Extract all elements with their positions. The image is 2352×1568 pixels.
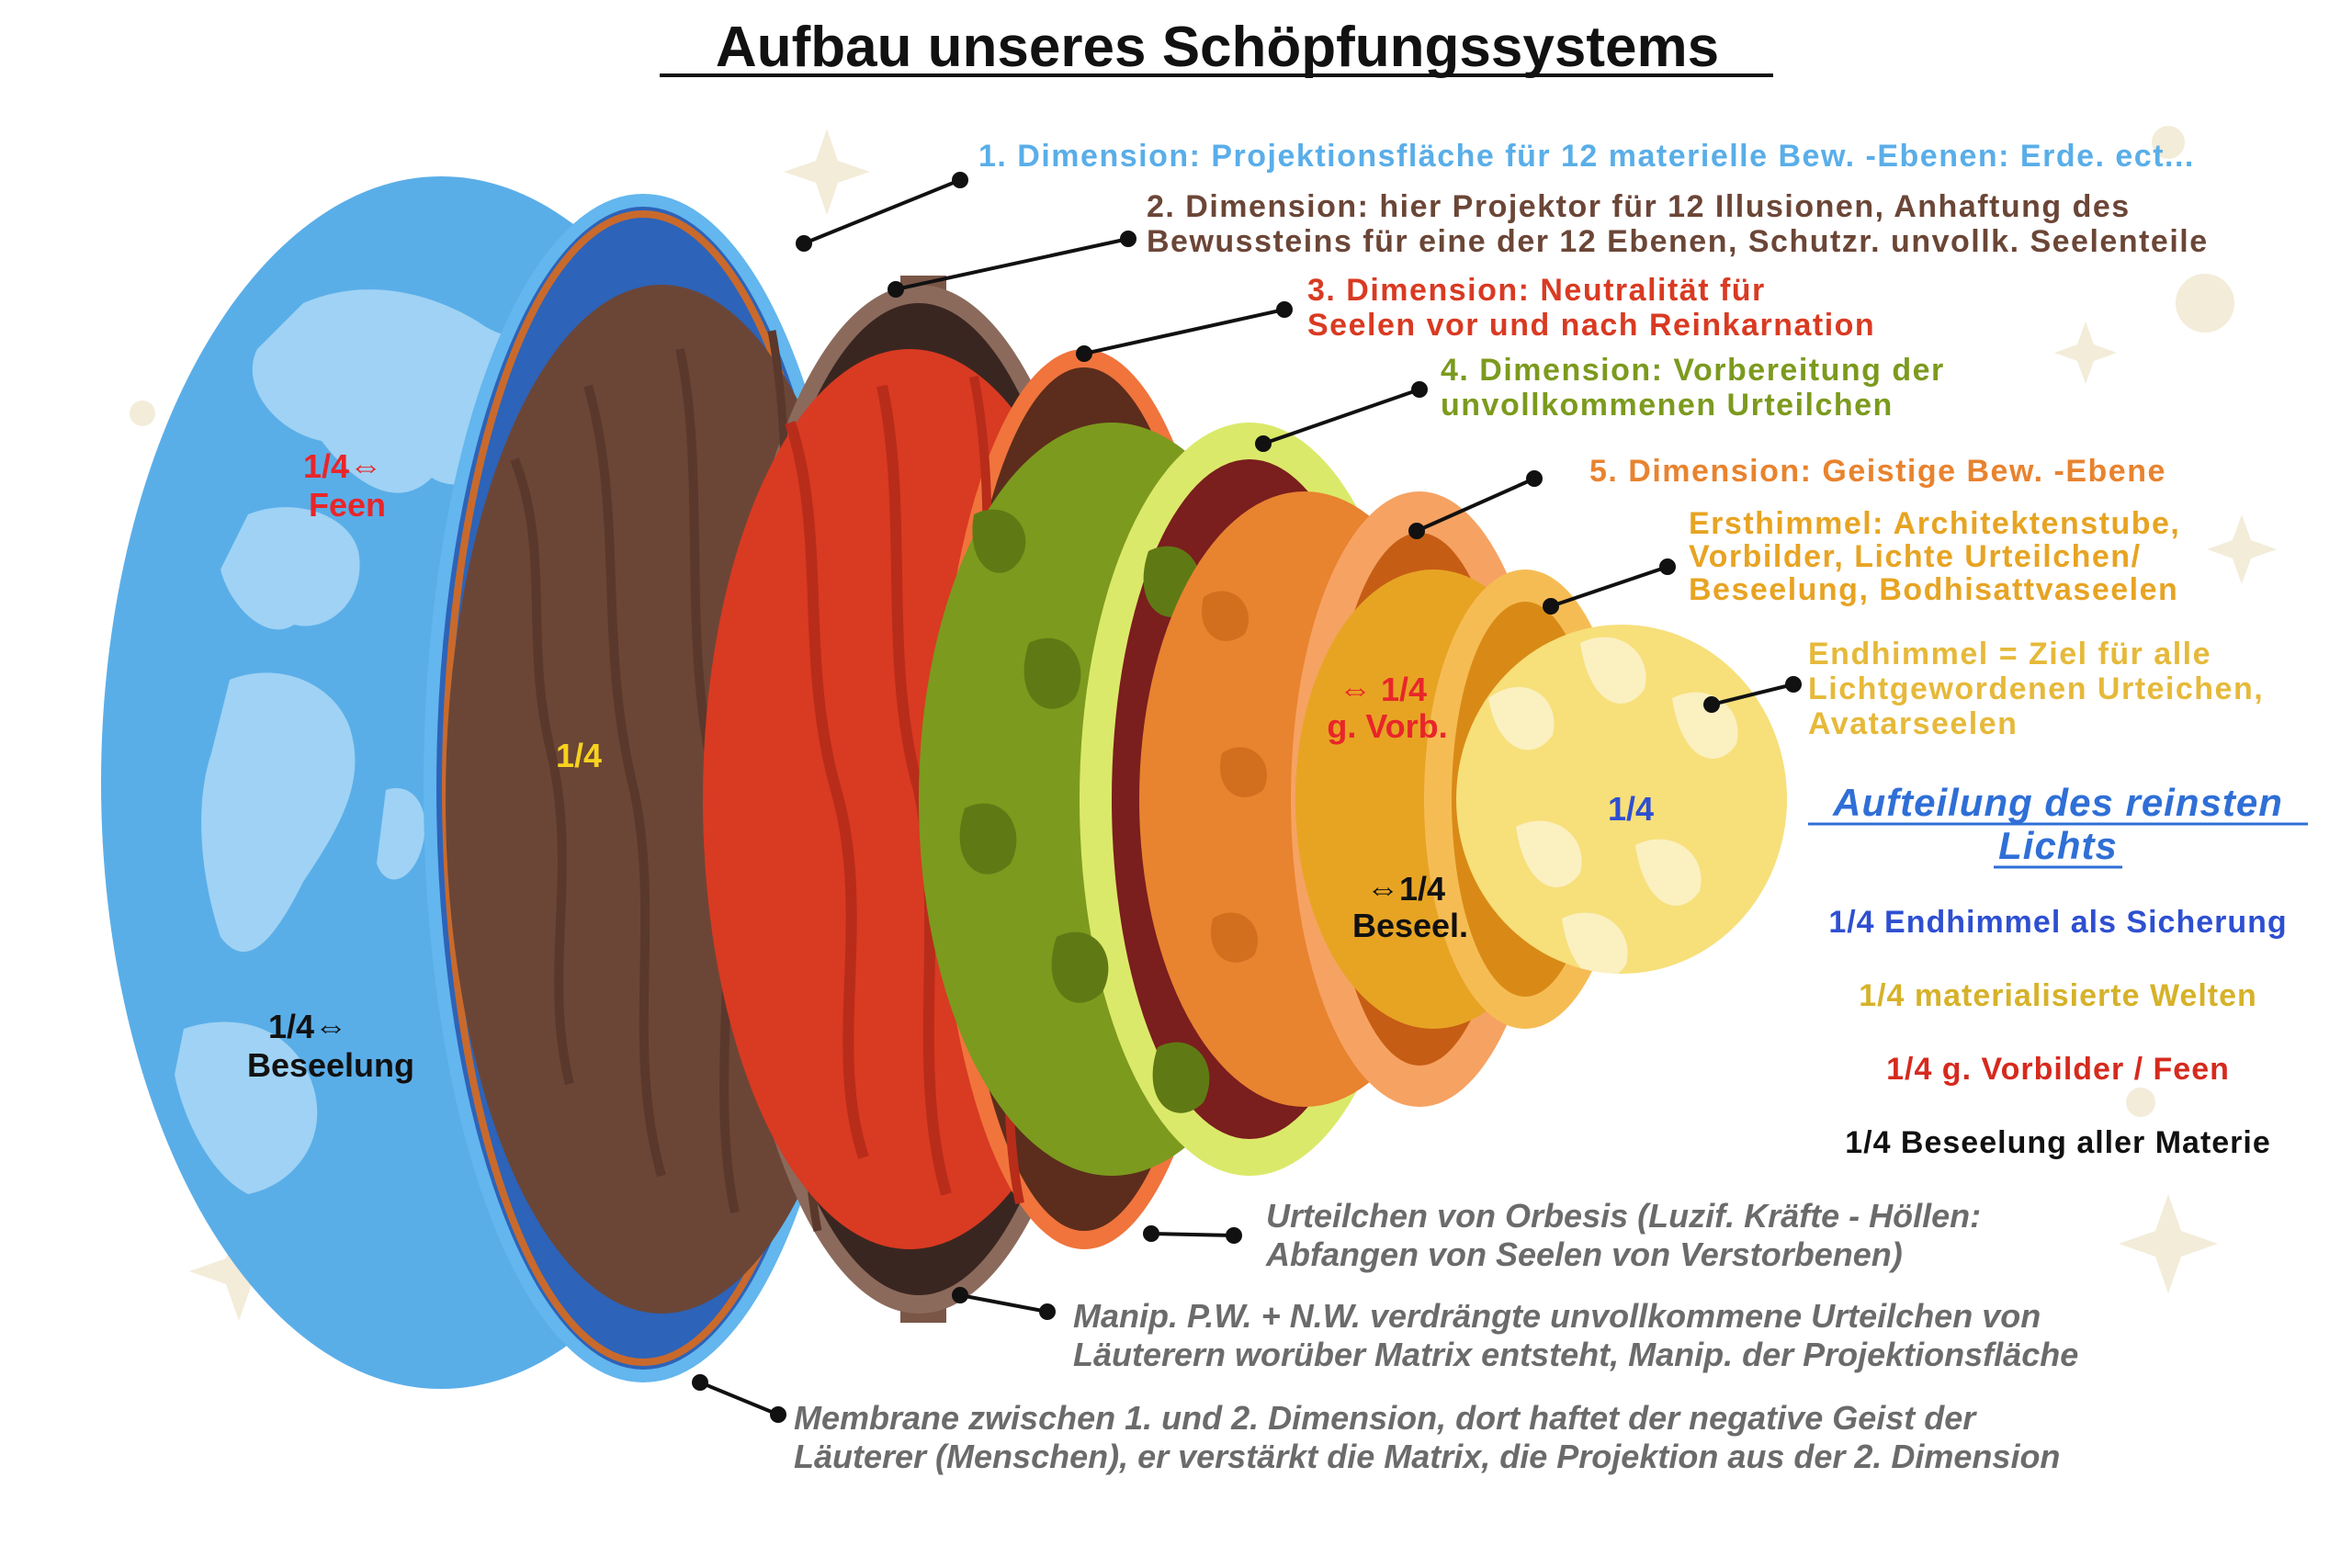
callout-orbesis-line-1: Urteilchen von Orbesis (Luzif. Kräfte - …	[1266, 1197, 1981, 1235]
svg-text:⇔1/4 Beseel.: ⇔1/4 Beseel.	[1352, 870, 1468, 944]
legend: Aufteilung des reinsten Lichts 1/4 Endhi…	[1808, 781, 2308, 1160]
svg-text:Ersthimmel: Architektenstube,: Ersthimmel: Architektenstube, Vorbilder,…	[1689, 506, 2190, 607]
svg-text:Urteilchen von Orbesis (Luzif.: Urteilchen von Orbesis (Luzif. Kräfte - …	[1265, 1197, 1990, 1273]
beseel-quarter-label: ⇔1/4	[1366, 870, 1445, 908]
legend-item-beseelung: 1/4 Beseelung aller Materie	[1845, 1125, 2271, 1160]
quarter-label-core: 1/4	[1608, 790, 1654, 828]
layer-endhimmel-core	[1456, 625, 1787, 974]
background-stars	[130, 126, 2277, 1321]
svg-text:Endhimmel = Ziel für alle: Endhimmel = Ziel für alle Lichtgewordene…	[1808, 637, 2274, 741]
svg-text:Membrane zwischen 1. und 2. Di: Membrane zwischen 1. und 2. Dimension, d…	[794, 1399, 2060, 1475]
legend-heading-line-2: Lichts	[1998, 824, 2118, 867]
quarter-label-brown: 1/4	[556, 737, 602, 774]
legend-item-vorbilder-feen: 1/4 g. Vorbilder / Feen	[1886, 1052, 2230, 1087]
inset-labels: 1/4⇔ Feen 1/4⇔ Beseelung 1/4 ⇔ 1/4 g. Vo…	[247, 447, 1654, 1084]
svg-text:Manip. P.W. + N.W. verdrängte: Manip. P.W. + N.W. verdrängte unvollkomm…	[1073, 1297, 2078, 1373]
svg-text:4. Dimension: Vorbereitung der: 4. Dimension: Vorbereitung der unvollkom…	[1441, 353, 1955, 423]
page-title: Aufbau unseres Schöpfungssystems	[716, 16, 1719, 79]
svg-text:3. Dimension: Neutralität für: 3. Dimension: Neutralität für Seelen vor…	[1307, 273, 1875, 343]
callout-dimension-5: 5. Dimension: Geistige Bew. -Ebene	[1589, 454, 2166, 489]
callout-dimension-4-line-1: 4. Dimension: Vorbereitung der	[1441, 353, 1945, 388]
callout-ersthimmel-line-1: Ersthimmel: Architektenstube,	[1689, 506, 2180, 541]
svg-text:1/4⇔ Beseelung: 1/4⇔ Beseelung	[247, 1008, 414, 1084]
callout-endhimmel-line-3: Avatarseelen	[1808, 706, 2018, 741]
callout-endhimmel-line-1: Endhimmel = Ziel für alle	[1808, 637, 2211, 671]
vorb-quarter-label: ⇔ 1/4	[1339, 671, 1427, 708]
beseelung-label: Beseelung	[247, 1046, 414, 1084]
svg-text:2. Dimension: hier Projektor f: 2. Dimension: hier Projektor für 12 Illu…	[1147, 189, 2209, 259]
vorb-label: g. Vorb.	[1327, 707, 1447, 745]
legend-item-endhimmel: 1/4 Endhimmel als Sicherung	[1828, 905, 2287, 940]
callout-membrane-line-2: Läuterer (Menschen), er verstärkt die Ma…	[794, 1438, 2060, 1475]
svg-text:⇔ 1/4 g. Vorb.: ⇔ 1/4 g. Vorb.	[1327, 671, 1447, 745]
callout-dimension-2-line-2: Bewussteins für eine der 12 Ebenen, Schu…	[1147, 224, 2209, 259]
feen-label: Feen	[309, 486, 386, 524]
legend-heading-line-1: Aufteilung des reinsten	[1832, 781, 2283, 824]
callout-ersthimmel-line-3: Beseelung, Bodhisattvaseelen	[1689, 572, 2178, 607]
callout-dimension-2-line-1: 2. Dimension: hier Projektor für 12 Illu…	[1147, 189, 2131, 224]
legend-item-materialisierte-welten: 1/4 materialisierte Welten	[1859, 978, 2257, 1013]
callout-membrane-line-1: Membrane zwischen 1. und 2. Dimension, d…	[794, 1399, 1977, 1437]
feen-quarter-label: 1/4⇔	[303, 447, 382, 485]
callout-ersthimmel-line-2: Vorbilder, Lichte Urteilchen/	[1689, 539, 2142, 574]
callout-orbesis-line-2: Abfangen von Seelen von Verstorbenen)	[1265, 1235, 1903, 1273]
callout-dimension-3-line-2: Seelen vor und nach Reinkarnation	[1307, 308, 1875, 343]
callout-dimension-3-line-1: 3. Dimension: Neutralität für	[1307, 273, 1766, 308]
callout-dimension-1: 1. Dimension: Projektionsfläche für 12 m…	[978, 139, 2195, 174]
beseel-label: Beseel.	[1352, 907, 1468, 944]
callout-endhimmel-line-2: Lichtgewordenen Urteichen,	[1808, 671, 2264, 706]
beseelung-quarter-label: 1/4⇔	[268, 1008, 347, 1045]
svg-text:1/4⇔ Feen: 1/4⇔ Feen	[303, 447, 391, 524]
callout-manip-line-2: Läuterern worüber Matrix entsteht, Manip…	[1073, 1336, 2078, 1373]
leader-lines	[692, 172, 1802, 1423]
callout-manip-line-1: Manip. P.W. + N.W. verdrängte unvollkomm…	[1073, 1297, 2041, 1335]
callout-labels: 1. Dimension: Projektionsfläche für 12 m…	[794, 139, 2274, 1475]
callout-dimension-4-line-2: unvollkommenen Urteilchen	[1441, 388, 1894, 423]
